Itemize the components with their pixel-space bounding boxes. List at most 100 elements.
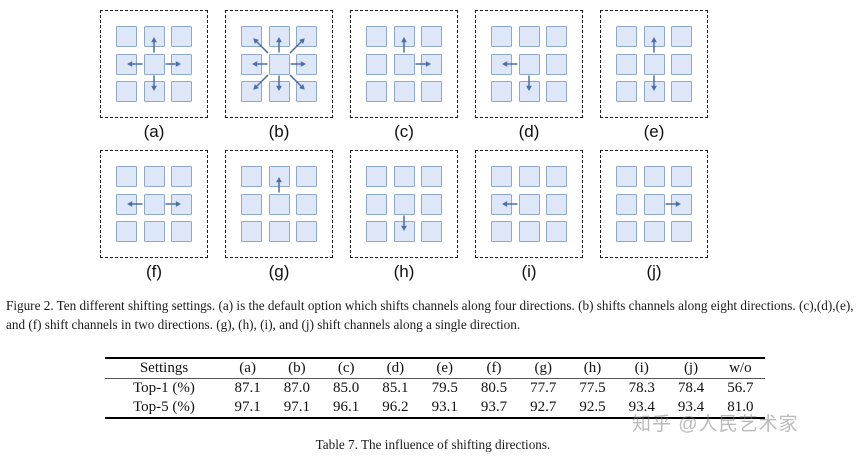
channel-cell [671,166,692,187]
channel-cell [671,26,692,47]
channel-cell [268,221,290,242]
shift-arrows [127,201,181,207]
table-cell: 78.4 [677,380,705,396]
channel-cell [546,221,567,242]
table-cell: 96.2 [370,398,421,419]
channel-cell [171,166,192,187]
channel-cell [518,166,540,187]
shift-panel-g: (g) [225,150,333,281]
table-col-header: (h) [567,358,618,379]
table-col-header: (i) [617,358,667,379]
channel-cell [143,221,165,242]
table-cell: 85.1 [382,380,409,396]
channel-cell [241,221,262,242]
channel-cell [393,166,415,187]
table-cell: 77.7 [530,380,557,396]
channel-cell [671,221,692,242]
table-header-row: Settings(a)(b)(c)(d)(e)(f)(g)(h)(i)(j)w/… [105,358,765,379]
table-caption: Table 7. The influence of shifting direc… [315,437,551,452]
shift-arrows [127,37,181,91]
channel-cell [491,166,512,187]
channel-cell [421,193,442,215]
shift-panel-e: (e) [600,10,708,141]
shift-arrows [252,37,306,91]
channel-cell [643,166,665,187]
channel-cell [421,81,442,102]
table-cell: 56.7 [727,380,754,396]
shift-arrows [401,37,431,67]
channel-cell [241,193,262,215]
channel-cell [518,221,540,242]
shift-panel-d: (d) [475,10,583,141]
panel-label-g: (g) [268,262,290,281]
channel-cell [366,193,387,215]
table-col-header: Settings [105,358,223,379]
channel-cell [546,26,567,47]
figure-panel-row-bottom: (f) (g) (h) (i) (j) [0,140,866,285]
channel-grid [350,150,458,258]
figure-2: (a) (b) (c) (d) (e) (f) (g) (h) (i) (j) [0,0,866,285]
channel-cell [546,193,567,215]
channel-cell [143,53,165,75]
channel-cell [643,193,665,215]
table-cell: 85.0 [333,380,360,396]
panel-label-f: (f) [145,262,163,281]
channel-grid [475,10,583,118]
shift-arrows [651,37,657,91]
panel-label-c: (c) [394,122,414,141]
table-cell: 87.1 [234,380,261,396]
table-cell: 93.1 [420,398,470,419]
panel-label-i: (i) [521,262,537,281]
panel-label-d: (d) [518,122,540,141]
results-table: Settings(a)(b)(c)(d)(e)(f)(g)(h)(i)(j)w/… [105,357,765,419]
shift-panel-f: (f) [100,150,208,281]
figure-caption: Figure 2. Ten different shifting setting… [6,298,854,332]
table-cell: 96.1 [321,398,371,419]
channel-cell [546,81,567,102]
channel-cell [616,53,637,75]
channel-cell [421,166,442,187]
channel-cell [616,221,637,242]
shift-panel-b: (b) [225,10,333,141]
table-col-header: (d) [370,358,421,379]
channel-cell [671,53,692,75]
shift-panel-j: (j) [600,150,708,281]
channel-cell [296,166,317,187]
channel-cell [518,53,540,75]
shift-panel-c: (c) [350,10,458,141]
channel-cell [643,221,665,242]
channel-cell [616,26,637,47]
shift-arrows [502,61,532,91]
channel-cell [616,193,637,215]
table-cell: 92.5 [567,398,618,419]
channel-cell [643,53,665,75]
table-cell: 87.0 [283,380,311,396]
channel-grid [350,10,458,118]
table-cell: 93.4 [617,398,667,419]
channel-grid [225,150,333,258]
table-col-header: (c) [321,358,371,379]
channel-cell [421,221,442,242]
channel-cell [393,81,415,102]
table-cell: 93.4 [666,398,716,419]
table-col-header: (f) [469,358,519,379]
channel-cell [421,26,442,47]
channel-cell [268,193,290,215]
channel-cell [143,166,165,187]
channel-cell [671,81,692,102]
panel-label-b: (b) [268,122,290,141]
table-cell: 80.5 [480,380,508,396]
table-col-header: (e) [420,358,470,379]
channel-cell [393,193,415,215]
panel-label-h: (h) [393,262,415,281]
channel-cell [616,166,637,187]
channel-cell [268,53,290,75]
channel-cell [171,81,192,102]
shift-panel-a: (a) [100,10,208,141]
channel-grid [475,150,583,258]
channel-cell [116,166,137,187]
figure-panel-row-top: (a) (b) (c) (d) (e) [0,0,866,145]
channel-cell [116,81,137,102]
table-head: Settings(a)(b)(c)(d)(e)(f)(g)(h)(i)(j)w/… [105,358,765,379]
panel-label-e: (e) [643,122,665,141]
